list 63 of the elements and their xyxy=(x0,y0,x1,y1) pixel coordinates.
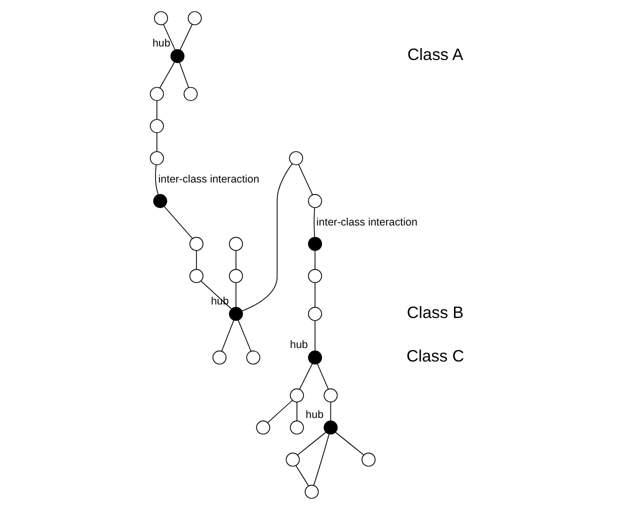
node-circle xyxy=(308,350,322,365)
connector xyxy=(314,250,316,270)
node-circle xyxy=(153,194,168,208)
connector xyxy=(238,320,252,352)
node-circle xyxy=(308,194,322,208)
connector xyxy=(164,206,193,239)
node-circle xyxy=(150,119,164,134)
connector xyxy=(297,432,326,456)
connector xyxy=(156,100,158,120)
node-circle xyxy=(324,388,338,402)
node-label: hub xyxy=(152,38,170,50)
node-circle xyxy=(184,86,198,101)
connector xyxy=(314,282,316,308)
node-circle xyxy=(362,452,376,467)
node-label: hub xyxy=(290,338,308,351)
node-circle xyxy=(212,350,226,365)
node-circle xyxy=(308,236,322,251)
connector xyxy=(267,400,293,423)
node-circle xyxy=(289,151,304,166)
node-circle xyxy=(286,452,300,467)
node-circle xyxy=(228,236,243,251)
edge-label: inter-class interaction xyxy=(158,173,260,186)
connector xyxy=(335,432,364,456)
node-circle xyxy=(154,11,168,26)
node-circle xyxy=(189,269,204,283)
connector xyxy=(179,62,190,88)
connector xyxy=(314,320,316,352)
label: Class C xyxy=(406,348,464,366)
node-circle xyxy=(150,86,164,101)
edge-label: inter-class interaction xyxy=(316,216,418,228)
label: Class A xyxy=(407,46,464,64)
connector xyxy=(155,164,159,195)
connector xyxy=(299,363,313,390)
connector xyxy=(298,164,313,196)
connector xyxy=(163,24,176,50)
connector xyxy=(159,62,175,88)
node-circle xyxy=(228,269,243,283)
node-circle xyxy=(290,388,304,402)
connector xyxy=(313,434,330,486)
node-circle xyxy=(228,306,243,321)
connector xyxy=(296,465,309,486)
node-circle xyxy=(308,269,322,283)
node-circle xyxy=(246,350,260,365)
node-circle xyxy=(170,49,184,64)
connector xyxy=(196,250,197,270)
node-circle xyxy=(308,306,322,321)
node-circle xyxy=(188,11,202,26)
node-circle xyxy=(324,420,338,435)
node-circle xyxy=(290,420,304,435)
connector xyxy=(242,163,293,312)
connector xyxy=(156,132,158,152)
label: Class B xyxy=(406,304,464,322)
node-circle xyxy=(304,484,319,499)
connector xyxy=(317,364,329,390)
connector xyxy=(314,207,316,238)
node-label: hub xyxy=(306,409,324,422)
node-circle xyxy=(256,420,270,435)
connector xyxy=(221,320,234,352)
connector xyxy=(330,402,332,422)
node-circle xyxy=(189,236,204,251)
connector xyxy=(180,24,193,50)
node-circle xyxy=(150,151,164,166)
connector xyxy=(296,402,298,422)
